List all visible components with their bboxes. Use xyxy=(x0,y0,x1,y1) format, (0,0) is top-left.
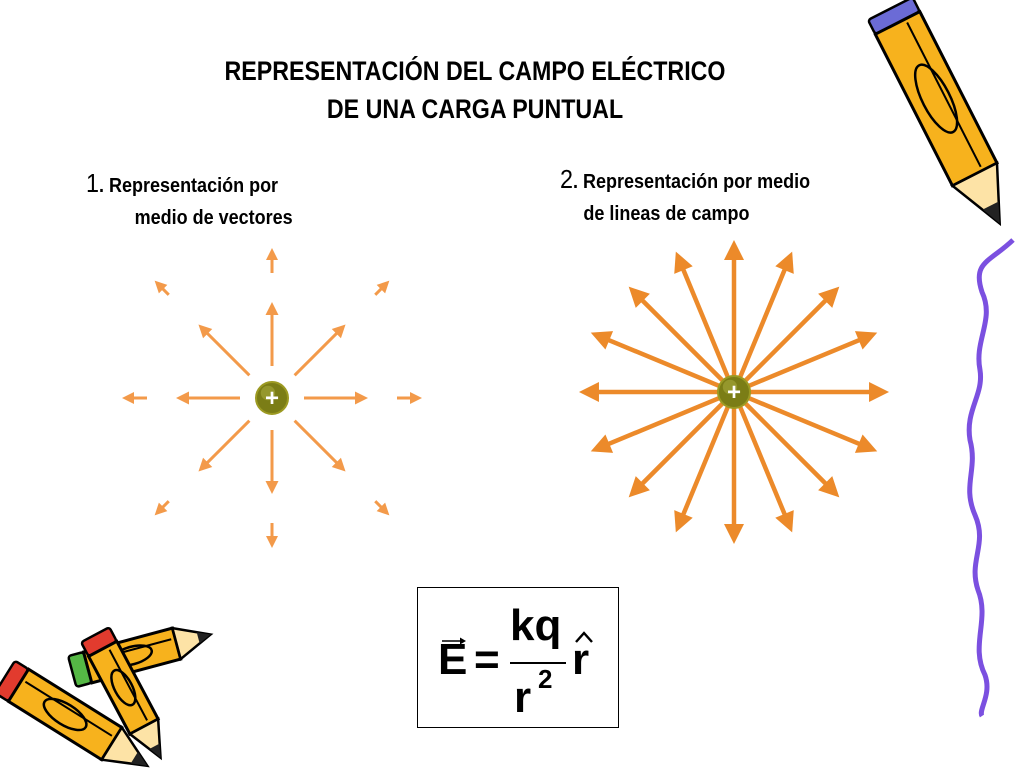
slide-title: REPRESENTACIÓN DEL CAMPO ELÉCTRICO DE UN… xyxy=(153,52,798,128)
field-line xyxy=(724,240,744,378)
field-line xyxy=(748,382,890,402)
field-vector-inner xyxy=(293,419,346,472)
field-vector-inner xyxy=(304,391,368,405)
field-line xyxy=(724,406,744,544)
field-line xyxy=(737,404,794,533)
slide-title-line-2: DE UNA CARGA PUNTUAL xyxy=(326,94,624,124)
vector-arrow-icon xyxy=(442,637,466,645)
unit-vector-hat-icon xyxy=(575,631,593,643)
field-line xyxy=(674,404,731,533)
field-vector-inner xyxy=(198,324,251,377)
vector-diagram: + xyxy=(122,248,422,548)
field-line xyxy=(742,286,840,384)
section-2-heading: 2. Representación por medio de lineas de… xyxy=(560,163,810,230)
field-line xyxy=(737,251,794,380)
field-lines-diagram: + xyxy=(578,240,890,544)
section-2-number: 2 xyxy=(560,164,574,194)
field-line xyxy=(628,400,726,498)
field-line xyxy=(742,400,840,498)
section-1-line-2: medio de vectores xyxy=(134,207,293,229)
formula-denominator: r xyxy=(514,673,532,722)
field-line xyxy=(746,331,878,389)
section-1-line-1: . Representación por xyxy=(99,175,279,197)
field-vector-outer xyxy=(397,392,422,404)
charge-sign: + xyxy=(265,385,279,412)
slide-title-line-1: REPRESENTACIÓN DEL CAMPO ELÉCTRICO xyxy=(224,56,726,86)
charge-sign: + xyxy=(727,379,741,406)
electric-field-formula: E = kq r 2 r xyxy=(417,587,619,728)
field-vector-outer xyxy=(154,280,170,296)
field-line xyxy=(746,395,878,453)
formula-exponent: 2 xyxy=(538,664,553,694)
field-line xyxy=(674,251,731,380)
field-vector-outer xyxy=(266,523,278,548)
field-vector-inner xyxy=(265,430,279,494)
section-1-number: 1 xyxy=(86,168,100,198)
field-vector-inner xyxy=(265,302,279,366)
pencil-red-vertical xyxy=(80,626,162,761)
pencil-top-right-icon xyxy=(867,0,1002,227)
field-vector-inner xyxy=(198,419,251,472)
positive-charge: + xyxy=(255,381,289,415)
formula-unit-vector: r xyxy=(572,635,590,684)
field-line xyxy=(590,331,722,389)
formula-equals: = xyxy=(474,635,500,684)
field-vector-outer xyxy=(374,280,390,296)
field-vector-inner xyxy=(176,391,240,405)
positive-charge: + xyxy=(717,375,751,409)
field-vector-outer xyxy=(374,500,390,516)
field-vector-outer xyxy=(154,500,170,516)
section-2-line-1: . Representación por medio xyxy=(573,171,811,193)
section-1-heading: 1. Representación por medio de vectores xyxy=(86,167,293,234)
field-vector-inner xyxy=(293,324,346,377)
formula-numerator: kq xyxy=(510,601,562,650)
field-vector-outer xyxy=(122,392,147,404)
pencil-red-diagonal xyxy=(0,660,150,768)
pencil-top-right xyxy=(867,0,1002,227)
formula-field-symbol: E xyxy=(438,635,468,684)
purple-squiggle-border xyxy=(966,238,1015,718)
field-line xyxy=(590,395,722,453)
field-line xyxy=(628,286,726,384)
formula-fraction-bar xyxy=(510,662,566,664)
section-2-line-2: de lineas de campo xyxy=(583,203,750,225)
pencils-bottom-left-icon xyxy=(0,626,214,768)
field-line xyxy=(578,382,720,402)
field-vector-outer xyxy=(266,248,278,273)
